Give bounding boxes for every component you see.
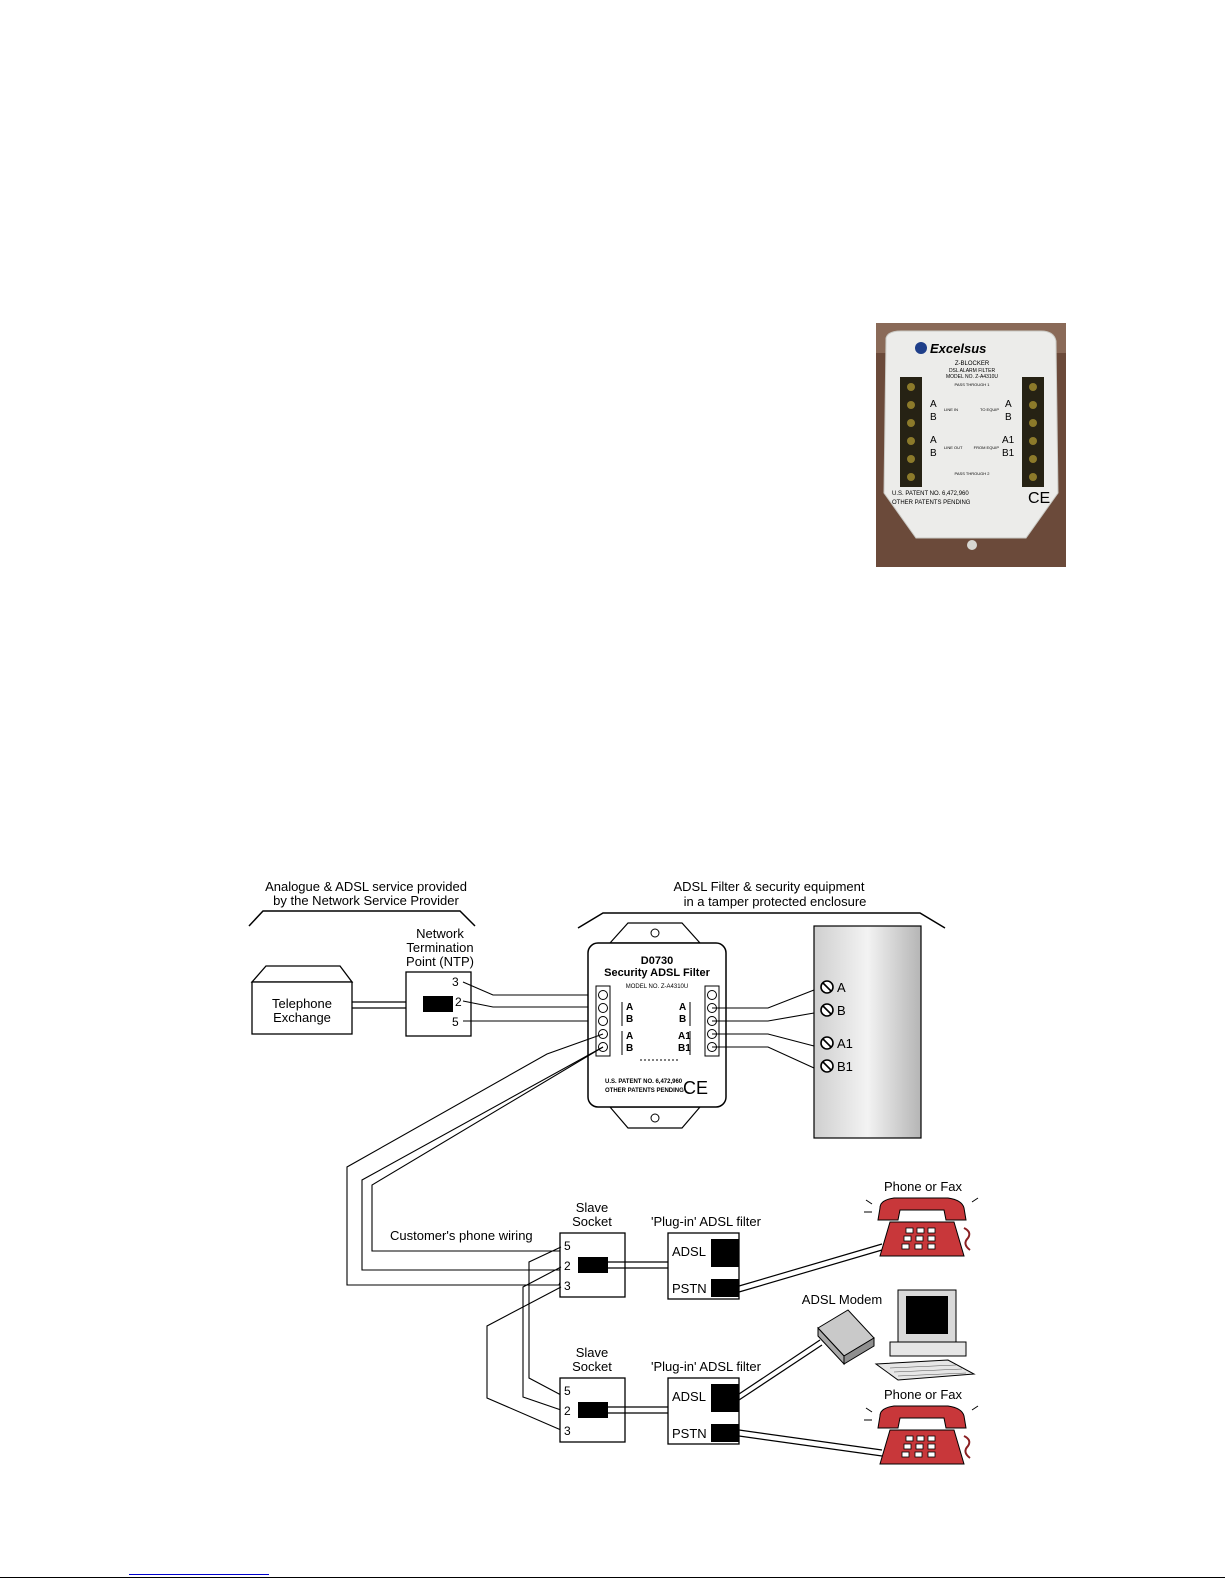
filter-term: B1: [678, 1043, 691, 1054]
filter-port-label: PSTN: [672, 1426, 707, 1441]
filter-port-label: ADSL: [672, 1389, 706, 1404]
photo-term: A: [930, 435, 937, 446]
photo-term: B: [930, 448, 937, 459]
plugin-filter-label: 'Plug-in' ADSL filter: [651, 1359, 762, 1374]
panel-terminal: B: [837, 1003, 846, 1018]
slave-socket-2: 5 2 3: [559, 1377, 626, 1443]
photo-side-label: LINE OUT: [944, 445, 963, 450]
photo-term: A: [930, 399, 937, 410]
filter-term: A: [626, 1002, 633, 1013]
photo-ce-mark: CE: [1028, 490, 1050, 507]
slave-socket-label: Socket: [572, 1359, 612, 1374]
photo-side-label: LINE IN: [944, 407, 958, 412]
slave-socket-label: Socket: [572, 1214, 612, 1229]
socket-pin: 2: [564, 1259, 571, 1273]
photo-term: B: [930, 412, 937, 423]
adsl-modem-icon: [817, 1309, 875, 1366]
panel-terminal: A1: [837, 1036, 853, 1051]
filter-port-label: ADSL: [672, 1244, 706, 1259]
ntp-label: Network: [416, 926, 464, 941]
security-equipment-panel: A B A1 B1: [813, 925, 922, 1139]
ntp-label: Termination: [406, 940, 473, 955]
filter-model: MODEL NO. Z-A4310U: [626, 984, 688, 990]
photo-side-label: TO EQUIP: [980, 407, 999, 412]
socket-pin: 3: [564, 1424, 571, 1438]
service-provider-bracket: [248, 910, 476, 927]
ntp-box: 3 2 5: [405, 971, 472, 1037]
photo-side-label: FROM EQUIP: [974, 445, 1000, 450]
slave-socket-1: 5 2 3: [559, 1232, 626, 1298]
filter-term: A1: [678, 1031, 691, 1042]
filter-patents-pending: OTHER PATENTS PENDING: [605, 1088, 684, 1094]
filter-term: A: [626, 1031, 633, 1042]
filter-title-name: Security ADSL Filter: [604, 967, 710, 979]
plugin-filter-label: 'Plug-in' ADSL filter: [651, 1214, 762, 1229]
socket-pin: 5: [564, 1239, 571, 1253]
photo-patent: U.S. PATENT NO. 6,472,960: [892, 491, 969, 497]
telephone-exchange: Telephone Exchange: [250, 965, 354, 1035]
filter-term: A: [679, 1002, 686, 1013]
photo-term: A: [1005, 399, 1012, 410]
slave-socket-label: Slave: [576, 1200, 609, 1215]
enclosure-bracket: [577, 912, 946, 929]
filter-title-code: D0730: [641, 955, 673, 967]
bracket-right-line2: in a tamper protected enclosure: [684, 894, 867, 909]
photo-pass-bottom: PASS THROUGH 2: [955, 471, 991, 476]
filter-port-label: PSTN: [672, 1281, 707, 1296]
computer-icon: [874, 1289, 976, 1381]
footer-divider: [0, 1577, 1225, 1578]
phone-icon: [864, 1197, 979, 1257]
ntp-label: Point (NTP): [406, 954, 474, 969]
photo-term: A1: [1002, 435, 1015, 446]
filter-term: B: [626, 1043, 633, 1054]
filter-term: B: [679, 1014, 686, 1025]
panel-terminal: A: [837, 980, 846, 995]
bracket-left-line2: by the Network Service Provider: [273, 893, 459, 908]
plugin-filter-2: ADSL PSTN: [667, 1377, 740, 1445]
footer-hyperlink-underline[interactable]: [129, 1574, 269, 1575]
photo-patents-pending: OTHER PATENTS PENDING: [892, 500, 971, 506]
socket-pin: 3: [564, 1279, 571, 1293]
socket-pin: 2: [564, 1404, 571, 1418]
security-adsl-filter: D0730 Security ADSL Filter MODEL NO. Z-A…: [587, 922, 727, 1129]
bracket-left-line1: Analogue & ADSL service provided: [265, 879, 467, 894]
photo-term: B1: [1002, 448, 1015, 459]
modem-label: ADSL Modem: [802, 1292, 882, 1307]
photo-type: DSL ALARM FILTER: [949, 368, 996, 374]
photo-term: B: [1005, 412, 1012, 423]
phone-label: Phone or Fax: [884, 1179, 963, 1194]
panel-terminal: B1: [837, 1059, 853, 1074]
adsl-filter-photo: Excelsus Z-BLOCKER DSL ALARM FILTER MODE…: [876, 323, 1066, 567]
phone-label: Phone or Fax: [884, 1387, 963, 1402]
exchange-label: Telephone: [272, 996, 332, 1011]
photo-product: Z-BLOCKER: [955, 361, 990, 367]
slave-socket-label: Slave: [576, 1345, 609, 1360]
photo-pass-top: PASS THROUGH 1: [955, 382, 991, 387]
ntp-pin: 2: [455, 995, 462, 1009]
filter-patent: U.S. PATENT NO. 6,472,960: [605, 1079, 683, 1085]
photo-model: MODEL NO. Z-A4310U: [946, 374, 998, 380]
ntp-pin: 5: [452, 1015, 459, 1029]
filter-ce-mark: CE: [683, 1078, 708, 1098]
filter-term: B: [626, 1014, 633, 1025]
ntp-pin: 3: [452, 975, 459, 989]
exchange-label: Exchange: [273, 1010, 331, 1025]
phone-icon: [864, 1405, 979, 1465]
photo-brand: Excelsus: [930, 341, 986, 356]
socket-pin: 5: [564, 1384, 571, 1398]
customer-wiring-label: Customer's phone wiring: [390, 1228, 533, 1243]
bracket-right-line1: ADSL Filter & security equipment: [674, 879, 865, 894]
plugin-filter-1: ADSL PSTN: [667, 1232, 740, 1300]
